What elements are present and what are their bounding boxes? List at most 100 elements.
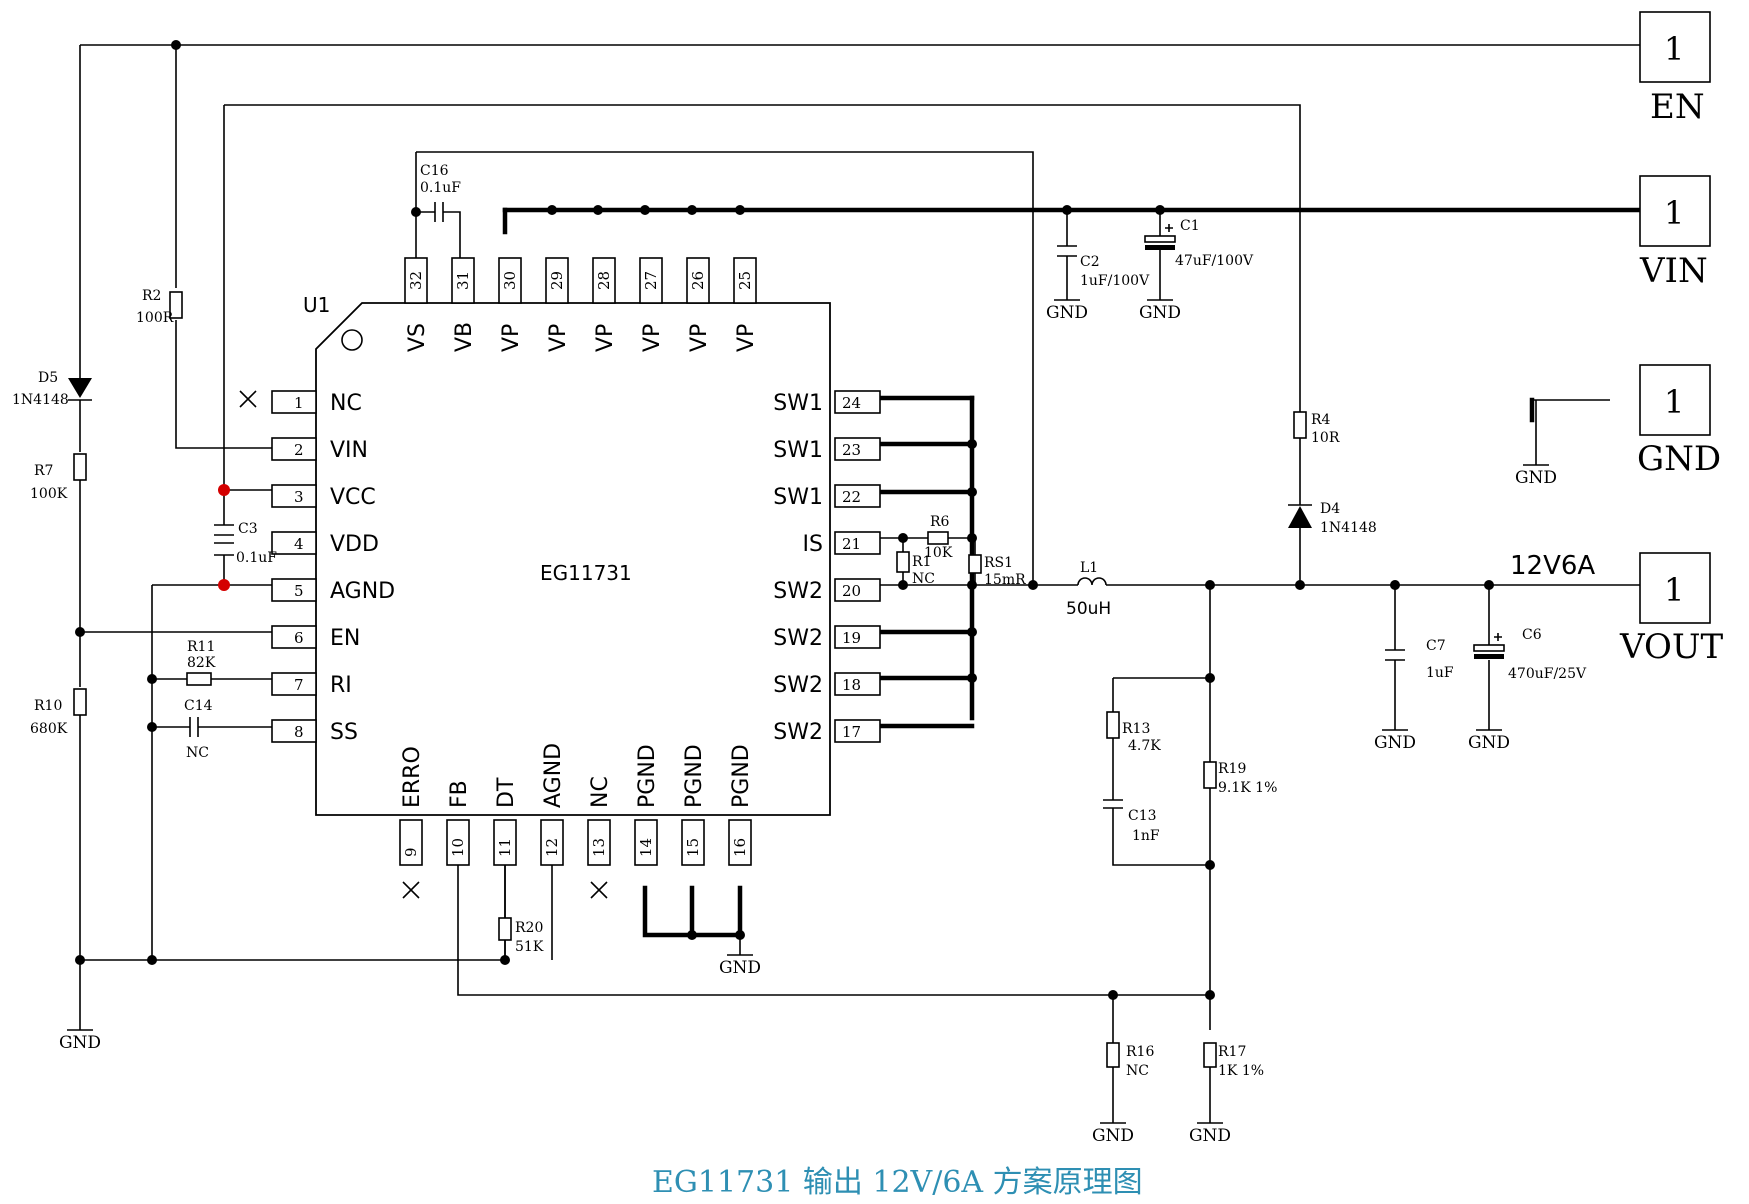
pin-name-31: VB	[452, 322, 477, 352]
c3-ref: C3	[238, 521, 258, 537]
c14-value: NC	[186, 745, 209, 761]
pin-number-22: 22	[842, 488, 861, 506]
d5-value: 1N4148	[12, 392, 69, 408]
chip-ref: U1	[303, 293, 330, 317]
pin-number-21: 21	[842, 535, 861, 553]
r13-value: 4.7K	[1128, 738, 1161, 754]
port-vin-name: VIN	[1639, 251, 1708, 291]
pin-name-14: PGND	[635, 744, 660, 808]
junction-dot	[687, 930, 697, 940]
pin-number-2: 2	[294, 441, 304, 459]
r20-value: 51K	[515, 939, 544, 955]
pin-box-22	[834, 484, 881, 508]
junction-dot	[500, 955, 510, 965]
junction-dot	[1390, 580, 1400, 590]
port-vout-name: VOUT	[1619, 627, 1723, 667]
ground-label: GND	[1046, 303, 1088, 323]
ground-label: GND	[59, 1033, 101, 1053]
r20-ref: R20	[515, 920, 543, 936]
c2-value: 1uF/100V	[1080, 273, 1150, 289]
resistor-r20: R20 51K	[498, 917, 544, 955]
junction-dot	[898, 533, 908, 543]
junction-dot	[1205, 580, 1215, 590]
pin-box-18	[834, 672, 881, 696]
net-label-12v6a: 12V6A	[1510, 551, 1595, 581]
junction-dot	[967, 487, 977, 497]
pin-box-14	[634, 819, 658, 866]
pin-name-32: VS	[405, 323, 430, 352]
port-gnd-name: GND	[1637, 439, 1721, 479]
pin-box-9	[399, 819, 423, 866]
capacitor-c16: C16 0.1uF	[420, 163, 461, 222]
ground-label: GND	[1139, 303, 1181, 323]
l1-value: 50uH	[1066, 599, 1111, 619]
junction-dot	[967, 533, 977, 543]
pin-name-1: NC	[330, 391, 362, 416]
capacitor-c6: C6 470uF/25V	[1473, 627, 1587, 682]
r4-ref: R4	[1311, 412, 1331, 428]
junction-dot	[1028, 580, 1038, 590]
r2-value: 100R	[136, 310, 174, 326]
capacitor-c13: C13 1nF	[1103, 799, 1160, 844]
junction-dot	[147, 674, 157, 684]
pin-box-11	[493, 819, 517, 866]
pin-box-31	[451, 257, 475, 304]
pin-name-6: EN	[330, 626, 360, 651]
pin-box-32	[404, 257, 428, 304]
port-en: 1 EN	[1639, 11, 1711, 127]
pin-number-5: 5	[294, 582, 304, 600]
r10-value: 680K	[30, 721, 68, 737]
pin-number-17: 17	[842, 723, 861, 741]
pin-name-9: ERRO	[400, 746, 425, 808]
pin-number-4: 4	[294, 535, 304, 553]
capacitor-c14: C14 NC	[184, 698, 213, 761]
resistor-r11: R11 82K	[186, 639, 216, 686]
r7-value: 100K	[30, 486, 68, 502]
inductor-l1: L1 50uH	[1066, 560, 1111, 619]
c7-value: 1uF	[1426, 665, 1454, 681]
resistor-r4: R4 10R	[1293, 411, 1340, 446]
resistor-r16: R16 NC	[1106, 1042, 1154, 1079]
pin-name-26: VP	[687, 324, 712, 352]
chip-part: EG11731	[540, 561, 632, 585]
c6-value: 470uF/25V	[1508, 666, 1587, 682]
ground-label: GND	[1515, 468, 1557, 488]
c13-ref: C13	[1128, 808, 1157, 824]
pin-name-21: IS	[803, 532, 823, 557]
pin-number-11: 11	[496, 838, 514, 857]
ground-label: GND	[719, 958, 761, 978]
d4-value: 1N4148	[1320, 520, 1377, 536]
pin-name-12: AGND	[541, 743, 566, 808]
junction-dot	[967, 673, 977, 683]
r1-value: NC	[912, 571, 935, 587]
capacitor-c1: C1 47uF/100V	[1144, 218, 1254, 269]
junction-dot	[735, 930, 745, 940]
pin-name-5: AGND	[330, 579, 395, 604]
resistor-r7: R7 100K	[30, 453, 87, 502]
pin-name-20: SW2	[773, 579, 823, 604]
pin-box-7	[271, 672, 317, 696]
junction-dot	[147, 955, 157, 965]
resistor-r6: R6 10K	[924, 514, 953, 561]
port-gnd-num: 1	[1664, 383, 1684, 421]
pin-number-18: 18	[842, 676, 861, 694]
rs1-value: 15mR	[984, 572, 1026, 588]
pin-box-30	[498, 257, 522, 304]
r7-ref: R7	[34, 463, 53, 479]
pin-name-27: VP	[640, 324, 665, 352]
pin-name-22: SW1	[773, 485, 823, 510]
pin-number-23: 23	[842, 441, 861, 459]
rs1-ref: RS1	[984, 555, 1013, 571]
pin-box-5	[271, 578, 317, 602]
l1-ref: L1	[1080, 560, 1098, 576]
r16-ref: R16	[1126, 1044, 1154, 1060]
pin-number-8: 8	[294, 723, 304, 741]
pin-box-8	[271, 719, 317, 743]
junction-dot	[1484, 580, 1494, 590]
junction-dot	[1205, 673, 1215, 683]
junction-dot	[735, 205, 745, 215]
pin-name-17: SW2	[773, 720, 823, 745]
diode-d4: D4 1N4148	[1288, 501, 1377, 536]
